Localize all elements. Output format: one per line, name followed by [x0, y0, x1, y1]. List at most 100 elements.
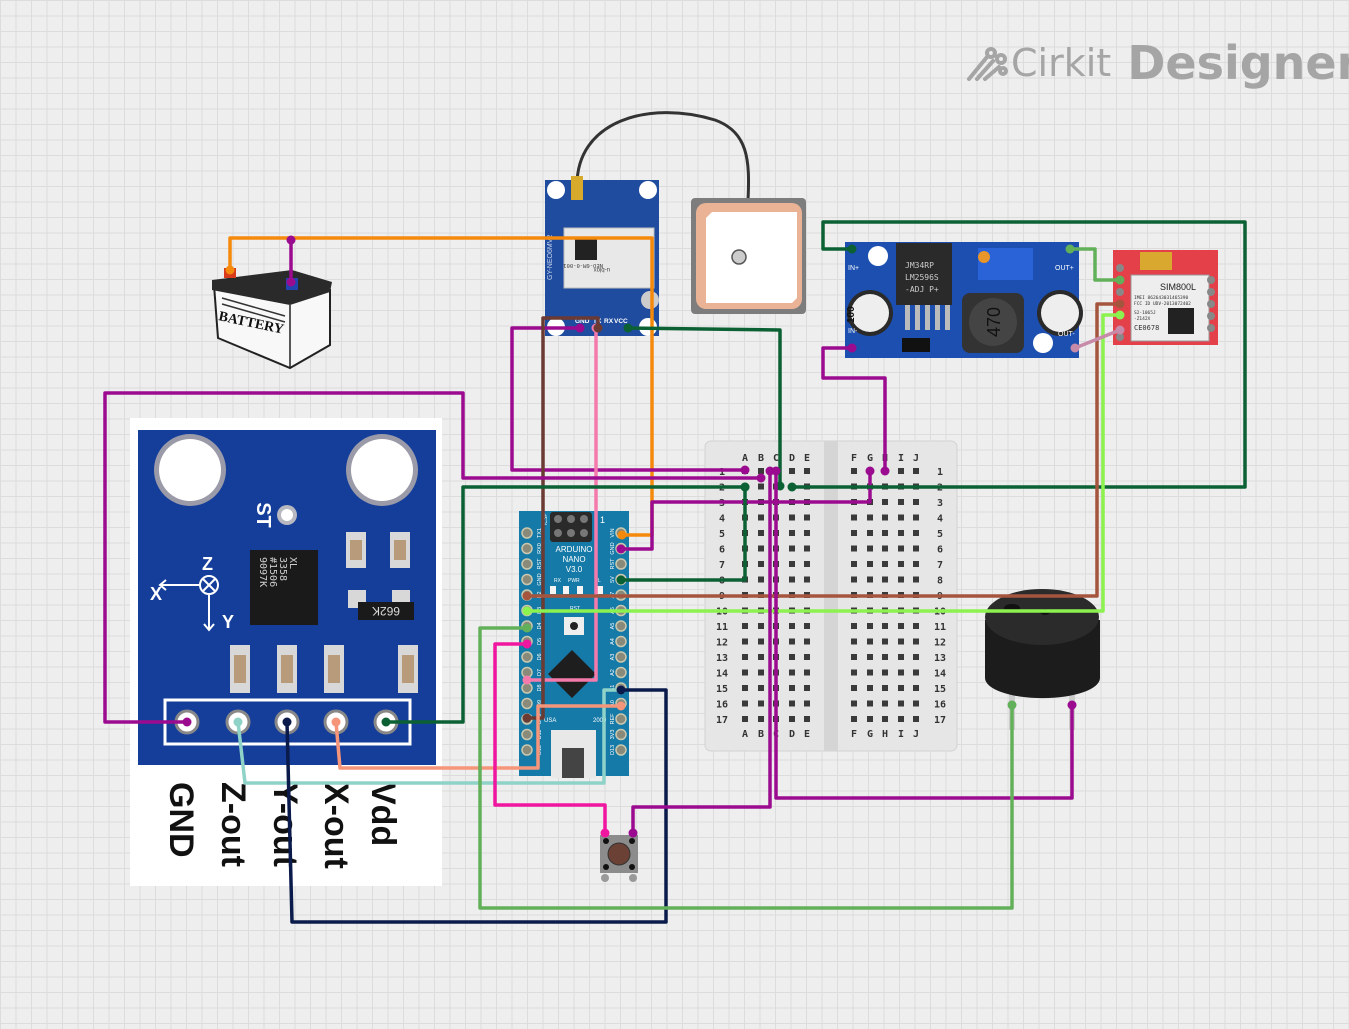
breadboard-hole[interactable] — [758, 623, 764, 629]
breadboard-hole[interactable] — [898, 545, 904, 552]
accelerometer-adxl335[interactable]: ST XL 3358 #1506 9097K X Y Z 662K — [130, 418, 442, 886]
gsm-rx-wire[interactable] — [525, 302, 1122, 598]
breadboard-hole[interactable] — [851, 545, 857, 552]
wire-endpoint[interactable] — [522, 591, 532, 601]
breadboard-hole[interactable] — [758, 483, 764, 490]
breadboard-hole[interactable] — [882, 638, 888, 645]
buck-in-plus-wire[interactable] — [790, 220, 1247, 489]
nano-pin-d11[interactable] — [521, 728, 533, 741]
gps-tx-wire[interactable] — [525, 326, 598, 682]
wire-endpoint[interactable] — [880, 466, 890, 476]
wire-endpoint[interactable] — [1007, 700, 1017, 710]
accel-yout-wire[interactable] — [285, 688, 668, 924]
breadboard-hole[interactable] — [758, 638, 764, 645]
breadboard-hole[interactable] — [789, 576, 795, 583]
battery[interactable]: BATTERY — [212, 268, 332, 370]
breadboard-hole[interactable] — [882, 716, 888, 722]
nano-pin-ref[interactable] — [615, 713, 627, 725]
breadboard-hole[interactable] — [882, 576, 888, 583]
wire-endpoint[interactable] — [286, 235, 296, 245]
wire-endpoint[interactable] — [616, 685, 626, 695]
breadboard-hole[interactable] — [882, 499, 888, 505]
breadboard-hole[interactable] — [913, 561, 919, 567]
breadboard-hole[interactable] — [742, 669, 748, 676]
wire-endpoint[interactable] — [1067, 700, 1077, 710]
breadboard-hole[interactable] — [898, 561, 904, 567]
gps-gnd-wire[interactable] — [510, 326, 747, 472]
gps-module-neo6m[interactable]: NEO-6M-0-001 u-blox GY-NEO6MV2 GND TX RX… — [545, 176, 659, 336]
breadboard-hole[interactable] — [758, 669, 764, 676]
breadboard-hole[interactable] — [882, 654, 888, 660]
breadboard-hole[interactable] — [758, 530, 764, 536]
wire-endpoint[interactable] — [756, 473, 766, 483]
breadboard-hole[interactable] — [804, 468, 810, 474]
wire-endpoint[interactable] — [522, 713, 532, 723]
wire-endpoint[interactable] — [225, 265, 235, 275]
breadboard-hole[interactable] — [804, 700, 810, 707]
breadboard-hole[interactable] — [898, 468, 904, 474]
wire-endpoint[interactable] — [847, 343, 857, 353]
wire-endpoint[interactable] — [771, 466, 781, 476]
breadboard-hole[interactable] — [789, 716, 795, 722]
breadboard-hole[interactable] — [789, 561, 795, 567]
breadboard-hole[interactable] — [789, 514, 795, 521]
breadboard-hole[interactable] — [867, 623, 873, 629]
breadboard-hole[interactable] — [851, 576, 857, 583]
breadboard-hole[interactable] — [804, 654, 810, 660]
breadboard-hole[interactable] — [913, 638, 919, 645]
breadboard-hole[interactable] — [851, 468, 857, 474]
breadboard-hole[interactable] — [804, 716, 810, 722]
breadboard-hole[interactable] — [758, 545, 764, 552]
breadboard-hole[interactable] — [851, 685, 857, 691]
accel-zout-wire[interactable] — [236, 688, 623, 785]
nano-pin-d9[interactable] — [521, 697, 533, 710]
wire-endpoint[interactable] — [1065, 244, 1075, 254]
nano-pin-rst[interactable] — [615, 558, 627, 570]
breadboard-hole[interactable] — [867, 669, 873, 676]
breadboard-hole[interactable] — [789, 700, 795, 707]
breadboard-hole[interactable] — [867, 514, 873, 521]
pushbutton[interactable] — [600, 835, 638, 882]
nano-pin-tx1[interactable] — [521, 527, 533, 539]
nano-pin-d12[interactable] — [521, 744, 533, 756]
breadboard-hole[interactable] — [882, 514, 888, 521]
breadboard-hole[interactable] — [882, 545, 888, 552]
breadboard-hole[interactable] — [882, 669, 888, 676]
wire-endpoint[interactable] — [233, 717, 243, 727]
breadboard-hole[interactable] — [898, 654, 904, 660]
breadboard-hole[interactable] — [867, 700, 873, 707]
nano-pin-a2[interactable] — [615, 666, 627, 679]
nano-pin-gnd[interactable] — [521, 573, 533, 586]
breadboard-hole[interactable] — [742, 716, 748, 722]
breadboard-hole[interactable] — [758, 468, 764, 474]
wire-endpoint[interactable] — [522, 623, 532, 633]
breadboard-hole[interactable] — [913, 530, 919, 536]
breadboard-hole[interactable] — [789, 545, 795, 552]
breadboard-hole[interactable] — [867, 530, 873, 536]
wire-endpoint[interactable] — [331, 717, 341, 727]
wire-endpoint[interactable] — [847, 244, 857, 254]
buck-in-minus-wire[interactable] — [821, 346, 887, 473]
wire-endpoint[interactable] — [600, 828, 610, 838]
gsm-tx-wire[interactable] — [525, 313, 1122, 613]
wire-endpoint[interactable] — [1115, 325, 1125, 335]
breadboard-hole[interactable] — [758, 716, 764, 722]
breadboard-hole[interactable] — [913, 576, 919, 583]
breadboard-hole[interactable] — [851, 561, 857, 567]
nano-5v-wire[interactable] — [619, 485, 747, 582]
breadboard-hole[interactable] — [804, 638, 810, 645]
nano-pin-rx0[interactable] — [521, 542, 533, 555]
breadboard-hole[interactable] — [913, 468, 919, 474]
breadboard-hole[interactable] — [789, 638, 795, 645]
wire-endpoint[interactable] — [1115, 299, 1125, 309]
breadboard-hole[interactable] — [867, 638, 873, 645]
breadboard-hole[interactable] — [913, 514, 919, 521]
breadboard-hole[interactable] — [913, 499, 919, 505]
wire-endpoint[interactable] — [616, 701, 626, 711]
breadboard-hole[interactable] — [804, 685, 810, 691]
breadboard-hole[interactable] — [851, 530, 857, 536]
wire-endpoint[interactable] — [593, 323, 603, 333]
breadboard-hole[interactable] — [789, 654, 795, 660]
breadboard-hole[interactable] — [898, 530, 904, 536]
